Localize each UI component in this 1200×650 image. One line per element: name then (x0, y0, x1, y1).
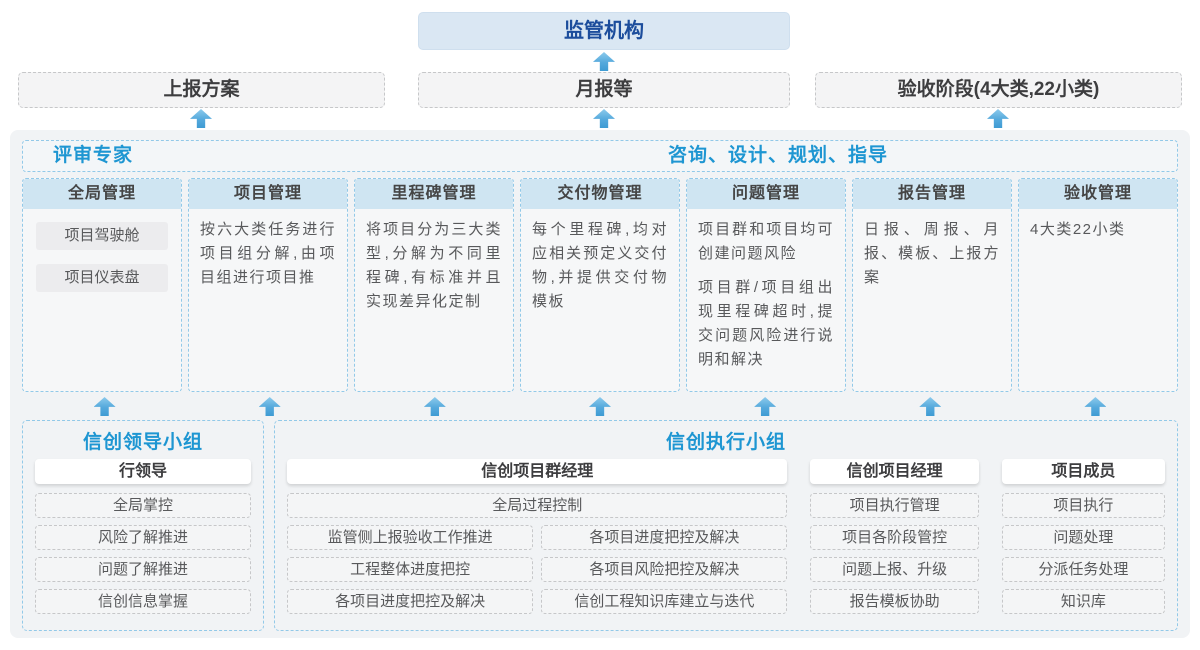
column-title: 问题管理 (687, 179, 845, 209)
column-project-mgmt: 项目管理 按六大类任务进行项目组分解,由项目组进行项目推 (188, 178, 348, 392)
column-title: 全局管理 (23, 179, 181, 209)
task-item: 各项目进度把控及解决 (287, 589, 534, 614)
role-head-program-manager: 信创项目群经理 (287, 459, 788, 484)
column-title: 验收管理 (1019, 179, 1177, 209)
chip-project-dashboard: 项目仪表盘 (36, 264, 168, 292)
up-arrow-icon (754, 397, 777, 416)
chip-project-cockpit: 项目驾驶舱 (36, 222, 168, 250)
task-item: 各项目风险把控及解决 (541, 557, 788, 582)
column-paragraph: 按六大类任务进行项目组分解,由项目组进行项目推 (200, 221, 336, 286)
experts-strip: 评审专家 咨询、设计、规划、指导 (22, 140, 1178, 172)
task-item: 信创信息掌握 (35, 589, 251, 614)
task-item: 报告模板协助 (810, 589, 979, 614)
exec-group-panel: 信创执行小组 信创项目群经理 全局过程控制 监管侧上报验收工作推进 工程整体进度… (274, 420, 1178, 631)
column-acceptance-mgmt: 验收管理 4大类22小类 (1018, 178, 1178, 392)
bottom-panels: 信创领导小组 行领导 全局掌控 风险了解推进 问题了解推进 信创信息掌握 信创执… (22, 420, 1178, 631)
column-milestone-mgmt: 里程碑管理 将项目分为三大类型,分解为不同里程碑,有标准并且实现差异化定制 (354, 178, 514, 392)
column-global-mgmt: 全局管理 项目驾驶舱 项目仪表盘 (22, 178, 182, 392)
column-body: 将项目分为三大类型,分解为不同里程碑,有标准并且实现差异化定制 (355, 209, 513, 333)
leader-group-panel: 信创领导小组 行领导 全局掌控 风险了解推进 问题了解推进 信创信息掌握 (22, 420, 264, 631)
up-arrow-icon (1084, 397, 1107, 416)
task-item: 项目执行 (1001, 493, 1165, 518)
experts-label: 评审专家 (53, 145, 134, 166)
column-title: 报告管理 (853, 179, 1011, 209)
up-arrow-icon (588, 397, 611, 416)
task-item: 信创工程知识库建立与迭代 (541, 589, 788, 614)
program-manager-group: 信创项目群经理 全局过程控制 监管侧上报验收工作推进 工程整体进度把控 各项目进… (287, 459, 788, 621)
task-item: 问题了解推进 (35, 557, 251, 582)
arrows-row (22, 397, 1178, 416)
task-item: 问题处理 (1001, 525, 1165, 550)
column-body: 项目群和项目均可创建问题风险 项目群/项目组出现里程碑超时,提交问题风险进行说明… (687, 209, 845, 391)
task-item: 风险了解推进 (35, 525, 251, 550)
column-paragraph: 项目群和项目均可创建问题风险 (698, 221, 834, 262)
column-paragraph: 4大类22小类 (1030, 221, 1126, 238)
up-arrow-icon (919, 397, 942, 416)
task-item: 全局过程控制 (287, 493, 788, 518)
column-body: 项目驾驶舱 项目仪表盘 (23, 209, 181, 315)
output-box-acceptance-stage: 验收阶段(4大类,22小类) (815, 72, 1182, 108)
column-body: 日报、周报、月报、模板、上报方案 (853, 209, 1011, 309)
platform-container: 评审专家 咨询、设计、规划、指导 全局管理 项目驾驶舱 项目仪表盘 项目管理 按… (10, 130, 1190, 638)
task-item: 项目执行管理 (810, 493, 979, 518)
role-head-bank-leader: 行领导 (35, 459, 251, 484)
exec-subgroups: 信创项目群经理 全局过程控制 监管侧上报验收工作推进 工程整体进度把控 各项目进… (287, 459, 1165, 621)
up-arrow-icon (190, 109, 212, 128)
up-arrow-icon (593, 52, 615, 71)
column-body: 每个里程碑,均对应相关预定义交付物,并提供交付物模板 (521, 209, 679, 333)
column-title: 交付物管理 (521, 179, 679, 209)
column-paragraph: 日报、周报、月报、模板、上报方案 (864, 221, 1000, 286)
column-paragraph: 每个里程碑,均对应相关预定义交付物,并提供交付物模板 (532, 221, 668, 310)
column-deliverable-mgmt: 交付物管理 每个里程碑,均对应相关预定义交付物,并提供交付物模板 (520, 178, 680, 392)
project-manager-group: 信创项目经理 项目执行管理 项目各阶段管控 问题上报、升级 报告模板协助 (810, 459, 979, 621)
role-head-project-manager: 信创项目经理 (810, 459, 979, 484)
up-arrow-icon (258, 397, 281, 416)
management-columns: 全局管理 项目驾驶舱 项目仪表盘 项目管理 按六大类任务进行项目组分解,由项目组… (22, 178, 1178, 392)
column-report-mgmt: 报告管理 日报、周报、月报、模板、上报方案 (852, 178, 1012, 392)
column-body: 4大类22小类 (1019, 209, 1177, 261)
column-title: 项目管理 (189, 179, 347, 209)
up-arrow-icon (93, 397, 116, 416)
exec-group-title: 信创执行小组 (665, 432, 786, 453)
task-item: 知识库 (1001, 589, 1165, 614)
task-item: 问题上报、升级 (810, 557, 979, 582)
output-box-monthly-report: 月报等 (418, 72, 790, 108)
task-item: 分派任务处理 (1001, 557, 1165, 582)
program-manager-left-column: 监管侧上报验收工作推进 工程整体进度把控 各项目进度把控及解决 (287, 525, 534, 621)
column-body: 按六大类任务进行项目组分解,由项目组进行项目推 (189, 209, 347, 309)
column-issue-mgmt: 问题管理 项目群和项目均可创建问题风险 项目群/项目组出现里程碑超时,提交问题风… (686, 178, 846, 392)
column-title: 里程碑管理 (355, 179, 513, 209)
task-item: 全局掌控 (35, 493, 251, 518)
task-item: 项目各阶段管控 (810, 525, 979, 550)
up-arrow-icon (423, 397, 446, 416)
task-item: 监管侧上报验收工作推进 (287, 525, 534, 550)
column-paragraph: 项目群/项目组出现里程碑超时,提交问题风险进行说明和解决 (698, 279, 834, 368)
program-manager-right-column: 各项目进度把控及解决 各项目风险把控及解决 信创工程知识库建立与迭代 (541, 525, 788, 621)
program-manager-task-columns: 监管侧上报验收工作推进 工程整体进度把控 各项目进度把控及解决 各项目进度把控及… (287, 525, 788, 621)
role-head-project-member: 项目成员 (1001, 459, 1165, 484)
project-member-group: 项目成员 项目执行 问题处理 分派任务处理 知识库 (1001, 459, 1165, 621)
leader-group-title: 信创领导小组 (82, 432, 203, 453)
up-arrow-icon (987, 109, 1009, 128)
regulator-box: 监管机构 (418, 12, 790, 50)
consulting-label: 咨询、设计、规划、指导 (668, 145, 889, 166)
task-item: 工程整体进度把控 (287, 557, 534, 582)
task-item: 各项目进度把控及解决 (541, 525, 788, 550)
output-box-report-plan: 上报方案 (18, 72, 385, 108)
column-paragraph: 将项目分为三大类型,分解为不同里程碑,有标准并且实现差异化定制 (366, 221, 502, 310)
up-arrow-icon (593, 109, 615, 128)
